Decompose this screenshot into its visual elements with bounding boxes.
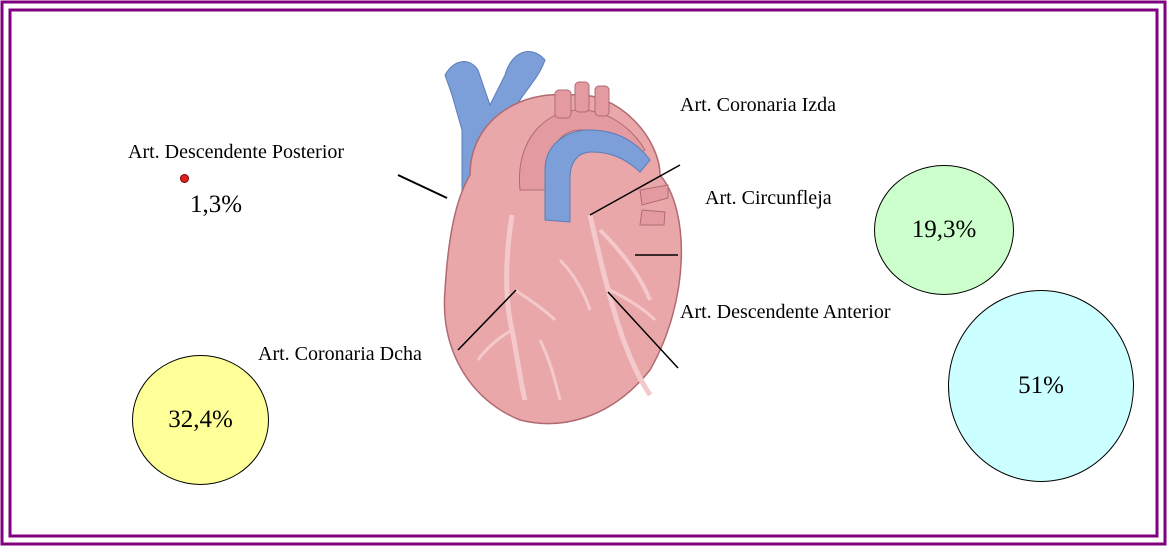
label-coronaria-izda: Art. Coronaria Izda <box>680 95 836 115</box>
posterior-dot <box>180 174 189 183</box>
percent-descendente-posterior: 1,3% <box>190 192 242 217</box>
bubble-coronaria-dcha: 32,4% <box>132 355 269 485</box>
leader-line-izda <box>590 165 680 215</box>
percent-circunfleja: 19,3% <box>912 216 977 244</box>
label-descendente-anterior: Art. Descendente Anterior <box>680 302 890 322</box>
label-circunfleja: Art. Circunfleja <box>705 188 832 208</box>
leader-line-anterior <box>608 292 678 368</box>
bubble-descendente-anterior: 51% <box>948 290 1134 482</box>
bubble-circunfleja: 19,3% <box>874 165 1014 295</box>
leader-line-dcha <box>458 290 516 350</box>
leader-line-posterior <box>398 175 447 198</box>
label-descendente-posterior: Art. Descendente Posterior <box>128 142 344 162</box>
percent-descendente-anterior: 51% <box>1018 372 1064 400</box>
percent-coronaria-dcha: 32,4% <box>168 406 233 434</box>
label-coronaria-dcha: Art. Coronaria Dcha <box>258 344 422 364</box>
